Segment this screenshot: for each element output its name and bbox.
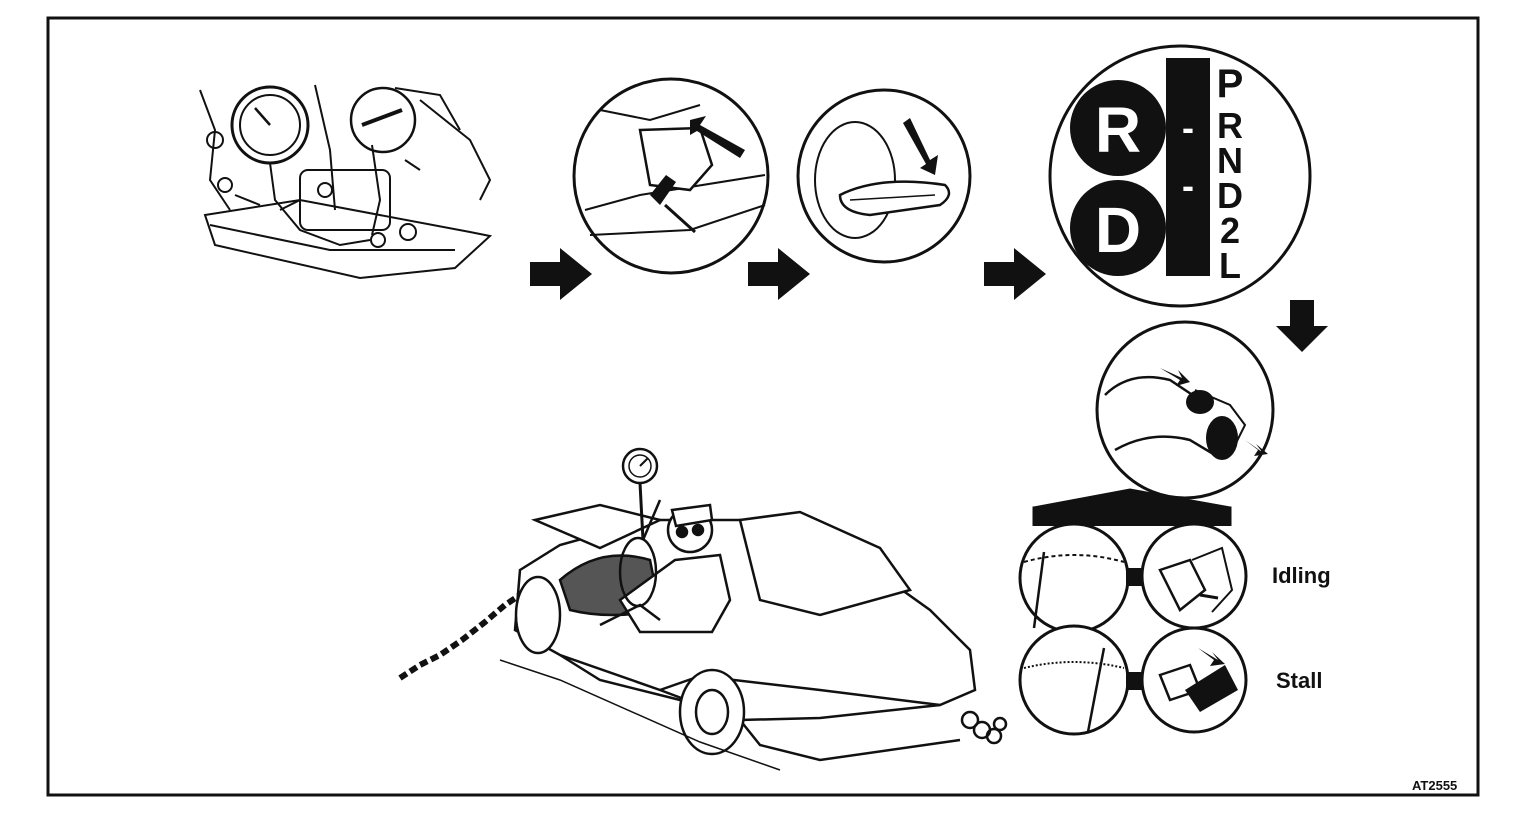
shift-selector-step: R D - - P R N D 2 L: [1050, 46, 1310, 306]
arrow-right-3: [984, 248, 1046, 300]
feet-pedals-step: [1097, 322, 1273, 498]
car-stall-test-illustration: [400, 449, 1006, 770]
arrow-right-1: [530, 248, 592, 300]
gate-l: L: [1219, 245, 1241, 286]
figure-code: AT2555: [1412, 778, 1457, 793]
parking-brake-step: [574, 79, 768, 273]
gate-dash-d: -: [1182, 165, 1194, 206]
brake-pedal-step: [798, 90, 970, 262]
arrow-down: [1276, 300, 1328, 352]
stall-label: Stall: [1276, 668, 1322, 694]
arrow-right-2: [748, 248, 810, 300]
tow-chain: [400, 595, 520, 678]
drive-letter: D: [1095, 194, 1141, 266]
gate-dash-r: -: [1182, 107, 1194, 148]
stall-row: [1020, 626, 1246, 734]
stall-gauge: [1020, 626, 1128, 734]
idling-label: Idling: [1272, 563, 1331, 589]
idling-row: [1020, 524, 1246, 632]
engine-gauge-illustration: [200, 85, 490, 278]
gate-p: P: [1217, 62, 1244, 106]
reverse-letter: R: [1095, 94, 1141, 166]
